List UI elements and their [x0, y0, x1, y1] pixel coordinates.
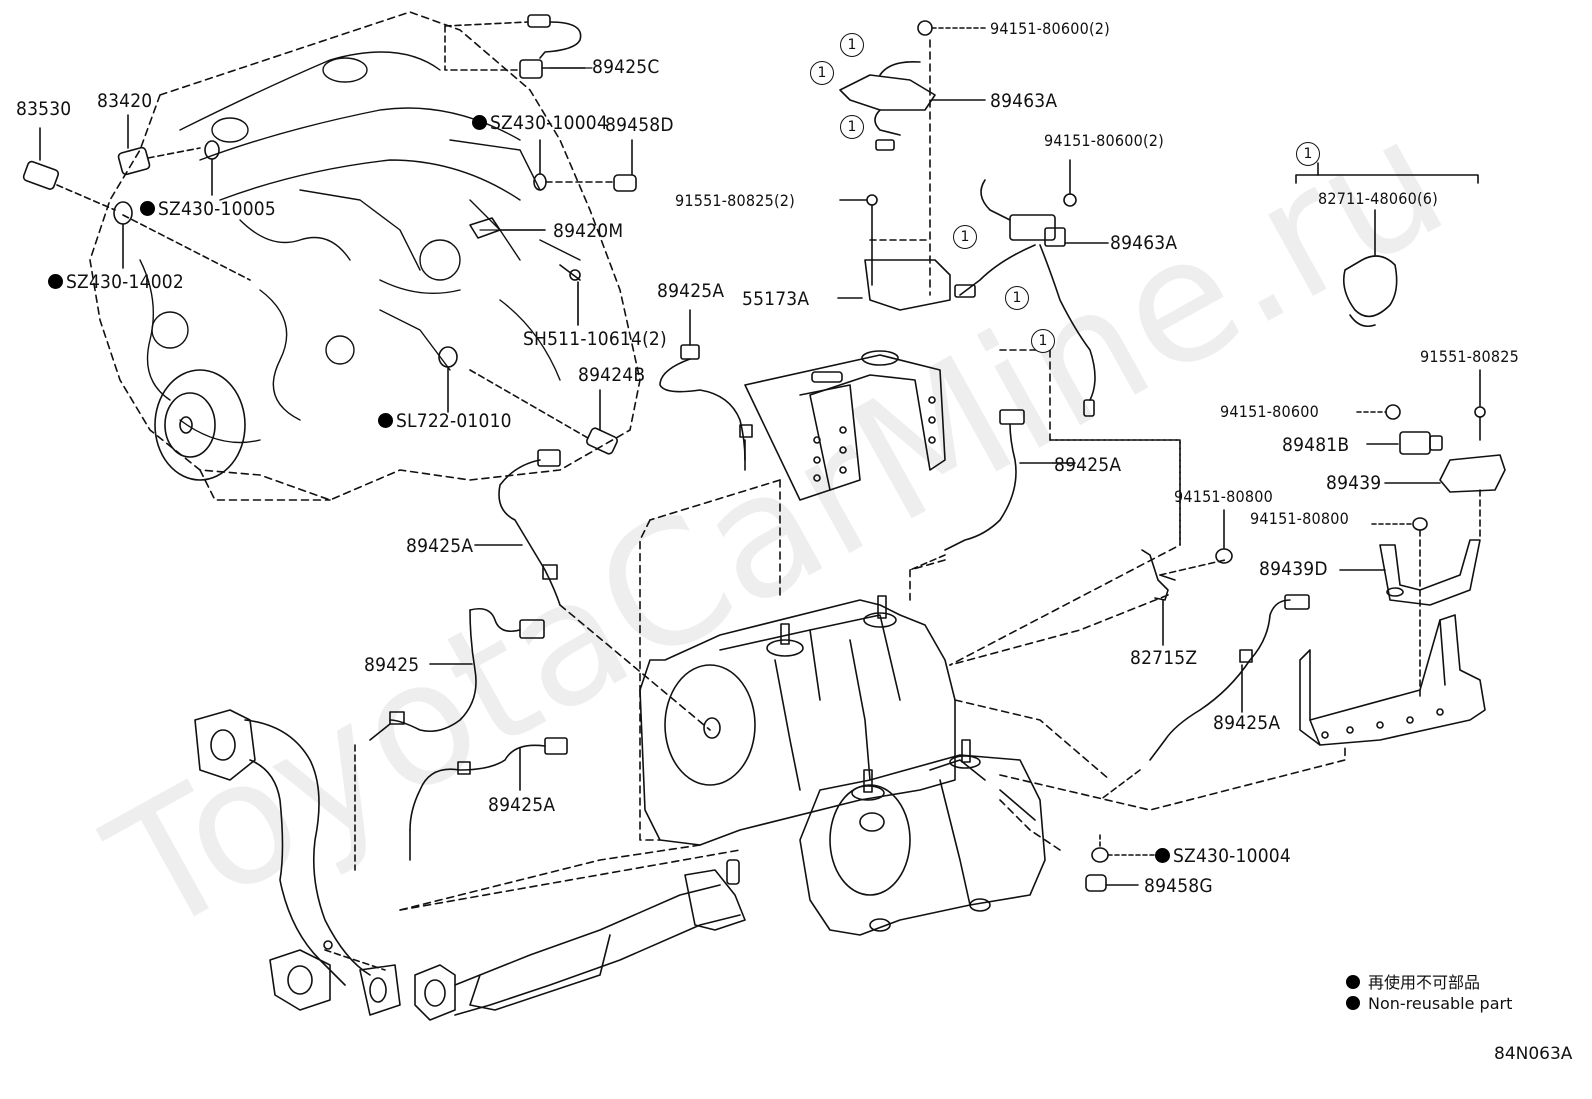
label-82711-48060: 82711-48060(6)	[1318, 189, 1438, 208]
label-89463a-top: 89463A	[990, 90, 1058, 112]
circled-one-marker: 1	[840, 33, 864, 57]
label-91551-80825: 91551-80825	[1420, 347, 1519, 366]
label-89425a-right-low: 89425A	[1213, 712, 1281, 734]
dashed-connector-lines	[399, 439, 1346, 911]
gasket-sl722-drawing	[438, 346, 458, 368]
non-reusable-dot-icon	[1346, 975, 1360, 989]
circled-one-marker: 1	[953, 225, 977, 249]
circled-one-marker: 1	[840, 115, 864, 139]
label-83530: 83530	[16, 98, 72, 120]
crank-pulley-drawing	[154, 369, 246, 481]
label-89425a-upper: 89425A	[657, 280, 725, 302]
sensor-89463a-top-drawing	[839, 20, 986, 296]
label-94151-80600-2-top: 94151-80600(2)	[990, 19, 1110, 38]
hanger-82715z-drawing	[949, 509, 1233, 666]
circled-one-marker: 1	[810, 61, 834, 85]
label-89458d: 89458D	[605, 114, 674, 136]
sensor-89425a-upper-drawing	[649, 309, 781, 521]
sensor-89420m-drawing	[469, 217, 546, 239]
sensor-89425a-right-mid-drawing	[909, 409, 1076, 571]
bracket-89439-drawing	[1384, 454, 1506, 541]
label-89439d: 89439D	[1259, 558, 1328, 580]
label-94151-80600: 94151-80600	[1220, 402, 1319, 421]
label-94151-80800-right: 94151-80800	[1250, 509, 1349, 528]
gasket-sz430-14002-drawing	[113, 201, 133, 225]
leader-lines	[479, 67, 1071, 464]
label-sz430-10005: SZ430-10005	[140, 200, 276, 219]
front-exhaust-pipe-drawing	[194, 709, 401, 1016]
circled-one-marker: 1	[1005, 286, 1029, 310]
sensor-89425-drawing	[354, 607, 545, 871]
label-89481b: 89481B	[1282, 434, 1350, 456]
label-89425a-right-mid: 89425A	[1054, 454, 1122, 476]
clamp-82711-drawing	[1295, 162, 1479, 328]
sensor-89424b-drawing	[469, 369, 618, 455]
engine-block-drawing	[89, 11, 641, 501]
sensor-89425a-right-low-drawing	[1099, 594, 1310, 801]
label-89425a-low: 89425A	[488, 794, 556, 816]
bracket-89439d-drawing	[1339, 539, 1481, 606]
catalytic-converter-drawing	[639, 595, 956, 846]
label-sz430-10004-bottom: SZ430-10004	[1155, 847, 1291, 866]
sensor-89458d-drawing	[533, 139, 637, 192]
bolt-sh511-drawing	[559, 264, 581, 326]
sensor-89463a-mid-drawing	[954, 159, 1181, 546]
non-reusable-dot-icon	[48, 274, 63, 289]
label-55173a: 55173A	[742, 288, 810, 310]
non-reusable-dot-icon	[1346, 996, 1360, 1010]
non-reusable-dot-icon	[140, 201, 155, 216]
sensor-89425a-low-drawing	[399, 737, 741, 911]
circled-one-marker: 1	[1296, 142, 1320, 166]
non-reusable-dot-icon	[378, 413, 393, 428]
bracket-55173a-drawing	[837, 194, 951, 311]
label-91551-80825-2: 91551-80825(2)	[675, 191, 795, 210]
label-sz430-10004-top: SZ430-10004	[472, 114, 608, 133]
sensor-83530-drawing	[22, 127, 116, 211]
sensor-83420-drawing	[117, 114, 201, 176]
label-82715z: 82715Z	[1130, 647, 1198, 669]
non-reusable-dot-icon	[1155, 848, 1170, 863]
label-sh511-10614: SH511-10614(2)	[523, 328, 667, 350]
sensor-89481b-drawing	[1356, 369, 1486, 455]
label-83420: 83420	[97, 90, 153, 112]
label-89458g: 89458G	[1144, 875, 1213, 897]
label-89424b: 89424B	[578, 364, 646, 386]
legend-non-reusable-en: Non-reusable part	[1346, 994, 1512, 1013]
engine-block-details	[139, 51, 581, 444]
legend-non-reusable-jp: 再使用不可部品	[1346, 969, 1480, 993]
nut-94151-80800-drawing	[1412, 517, 1428, 531]
bracket-center-drawing	[744, 350, 946, 501]
diagram-code: 84N063A	[1494, 1044, 1573, 1064]
non-reusable-dot-icon	[472, 115, 487, 130]
label-94151-80800-left: 94151-80800	[1174, 487, 1273, 506]
label-89439: 89439	[1326, 472, 1382, 494]
heat-shield-right-drawing	[1299, 614, 1486, 746]
sensor-89458g-drawing	[1085, 834, 1159, 892]
sensor-89425a-left-drawing	[474, 449, 711, 731]
label-89420m: 89420M	[553, 220, 624, 242]
center-exhaust-pipe-drawing	[414, 859, 746, 1021]
diesel-particulate-filter-drawing	[799, 739, 1046, 936]
label-89425c: 89425C	[592, 56, 660, 78]
label-sz430-14002: SZ430-14002	[48, 273, 184, 292]
label-94151-80600-2-mid: 94151-80600(2)	[1044, 131, 1164, 150]
circled-one-marker: 1	[1031, 329, 1055, 353]
label-89463a-mid: 89463A	[1110, 232, 1178, 254]
label-sl722-01010: SL722-01010	[378, 412, 512, 431]
label-89425a-left: 89425A	[406, 535, 474, 557]
label-89425: 89425	[364, 654, 420, 676]
